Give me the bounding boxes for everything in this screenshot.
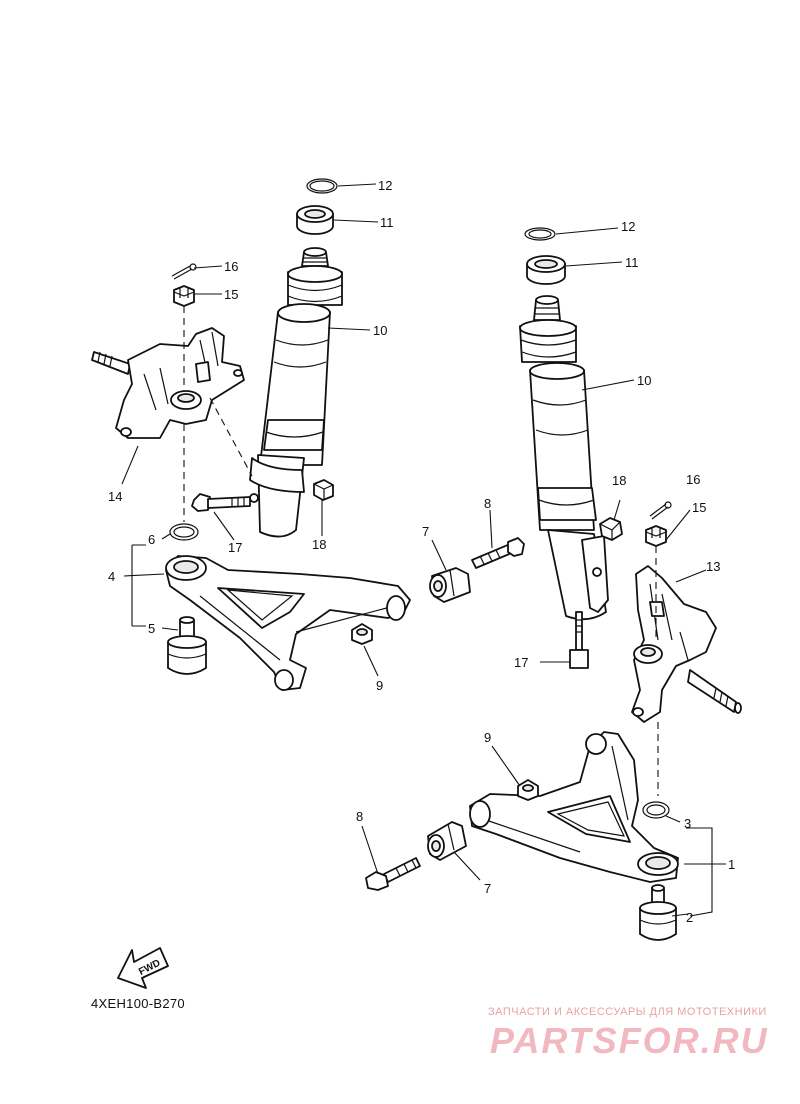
castle-nut-right[interactable] (645, 525, 667, 547)
ball-joint-right[interactable] (639, 884, 677, 941)
callout-8-left: 8 (484, 496, 491, 511)
callout-11-right: 11 (625, 255, 639, 270)
shock-absorber-right[interactable] (519, 227, 609, 621)
nut-9-left[interactable] (351, 623, 373, 645)
callout-13: 13 (706, 559, 720, 574)
nut-right[interactable] (599, 517, 623, 541)
shock-absorber-left[interactable] (249, 178, 343, 538)
callout-1: 1 (728, 857, 735, 872)
callout-15-right: 15 (692, 500, 706, 515)
callout-18-right: 18 (612, 473, 626, 488)
circlip-6[interactable] (169, 523, 199, 541)
knuckle-left[interactable] (91, 263, 245, 439)
callout-6: 6 (148, 532, 155, 547)
callout-11-left: 11 (380, 215, 394, 230)
collar-right[interactable] (526, 255, 566, 285)
callout-18-left: 18 (312, 537, 326, 552)
callout-12-left: 12 (378, 178, 392, 193)
circlip-3[interactable] (642, 801, 670, 819)
lower-arm-right[interactable] (469, 731, 679, 883)
bolt-left[interactable] (191, 493, 251, 512)
ball-joint-left[interactable] (167, 616, 207, 675)
callout-10-right: 10 (637, 373, 651, 388)
callout-16-left: 16 (224, 259, 238, 274)
lower-arm-left[interactable] (165, 555, 411, 691)
diagram-code: 4XEH100-B270 (91, 996, 185, 1011)
castle-nut-left[interactable] (173, 285, 195, 307)
callout-17-right: 17 (514, 655, 528, 670)
callout-3: 3 (684, 816, 691, 831)
callout-17-left: 17 (228, 540, 242, 555)
bushing-right[interactable] (427, 821, 467, 861)
circlip-left[interactable] (306, 178, 338, 194)
fwd-arrow-icon: FWD (117, 947, 169, 989)
callout-12-right: 12 (621, 219, 635, 234)
callout-8-right: 8 (356, 809, 363, 824)
split-pin-right[interactable] (649, 501, 672, 520)
collar-left[interactable] (296, 205, 334, 235)
callout-4: 4 (108, 569, 115, 584)
alignment-lines (183, 306, 659, 796)
watermark-tagline: ЗАПЧАСТИ И АКСЕССУАРЫ ДЛЯ МОТОТЕХНИКИ (488, 1006, 767, 1018)
bolt-8-right[interactable] (365, 857, 421, 891)
bushing-left[interactable] (429, 567, 471, 603)
callout-labels: 12 11 10 16 15 14 17 18 6 4 5 7 8 9 12 1… (108, 178, 735, 925)
callout-9-right: 9 (484, 730, 491, 745)
bolt-8-left[interactable] (471, 537, 525, 569)
circlip-right[interactable] (524, 227, 556, 241)
knuckle-right[interactable] (631, 565, 742, 723)
leader-lines (121, 183, 726, 917)
callout-15-left: 15 (224, 287, 238, 302)
split-pin-left[interactable] (171, 263, 197, 280)
callout-16-right: 16 (686, 472, 700, 487)
nut-left[interactable] (313, 479, 334, 501)
callout-7-right: 7 (484, 881, 491, 896)
callout-5: 5 (148, 621, 155, 636)
callout-10-left: 10 (373, 323, 387, 338)
bolt-right[interactable] (569, 611, 589, 669)
callout-2: 2 (686, 910, 693, 925)
nut-9-right[interactable] (517, 779, 539, 801)
callout-7-left: 7 (422, 524, 429, 539)
watermark-logo: PARTSFOR.RU (490, 1020, 769, 1061)
callout-9-left: 9 (376, 678, 383, 693)
callout-14: 14 (108, 489, 122, 504)
